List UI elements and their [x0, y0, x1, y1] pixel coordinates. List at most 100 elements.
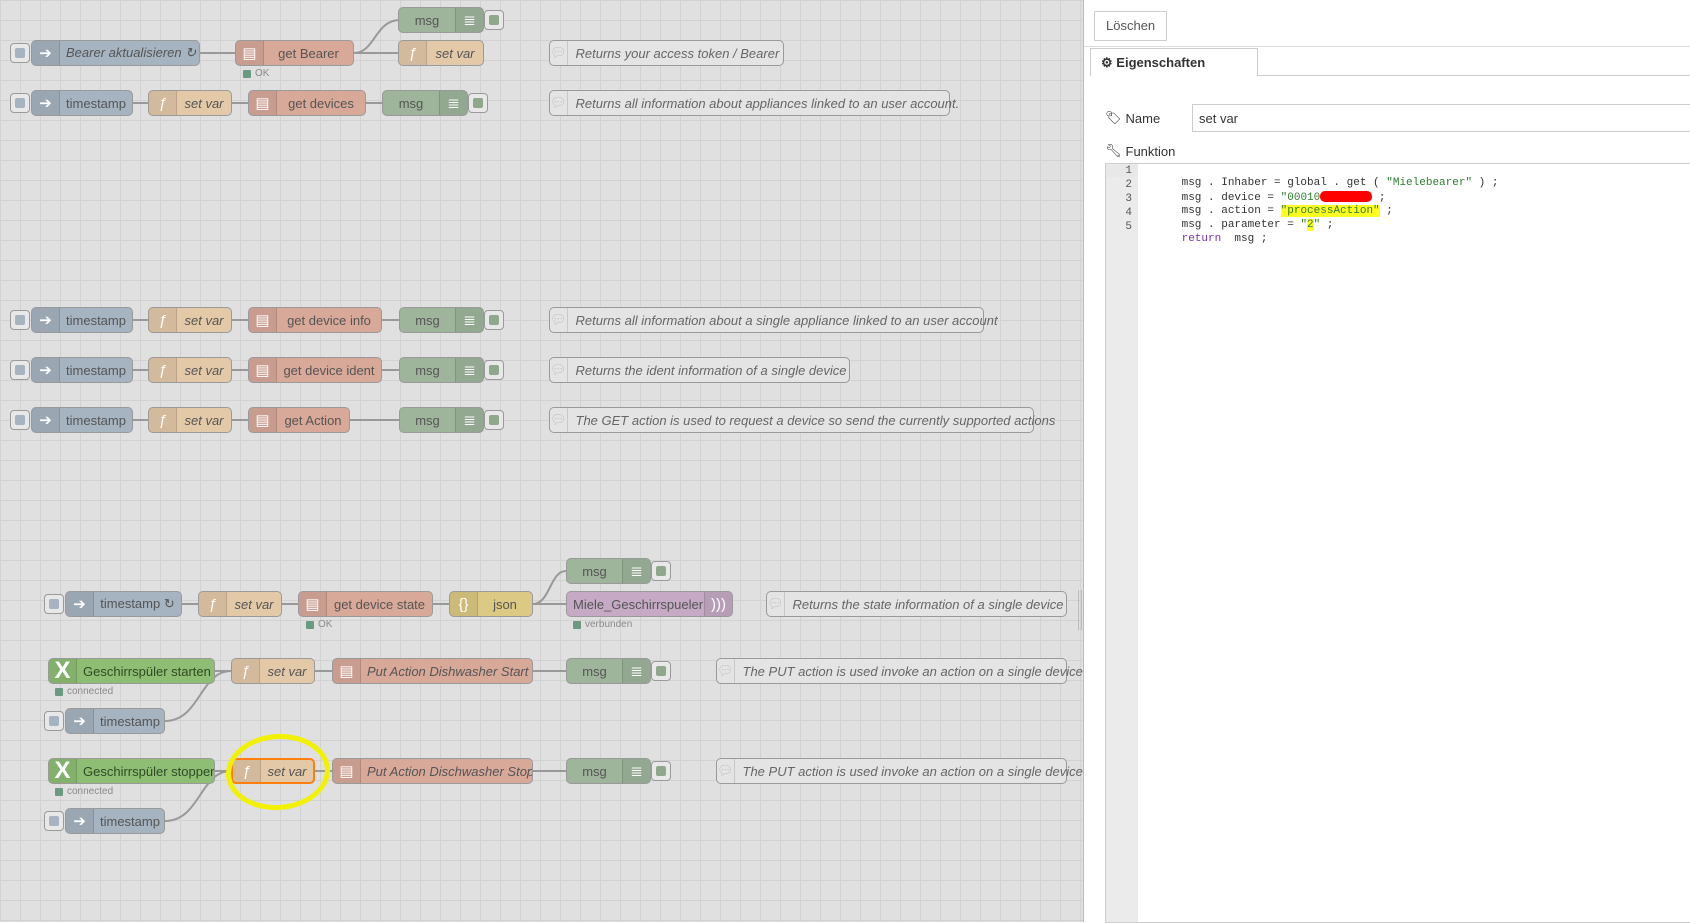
- inject-trigger-button[interactable]: [10, 43, 30, 63]
- inject-trigger-button[interactable]: [10, 410, 30, 430]
- debug-list-icon: ≣: [455, 308, 483, 332]
- function-node-set-var-selected[interactable]: ƒ set var: [231, 758, 315, 784]
- debug-toggle-button[interactable]: [651, 561, 671, 581]
- inject-node-timestamp[interactable]: ➔ timestamp ↻: [65, 591, 182, 617]
- comment-node[interactable]: 💬︎ Returns all information about applian…: [549, 90, 959, 116]
- debug-node[interactable]: msg ≣: [566, 758, 651, 784]
- inject-node-timestamp[interactable]: ➔ timestamp: [65, 708, 165, 734]
- comment-node[interactable]: 💬︎ Returns the state information of a si…: [766, 591, 1067, 617]
- code-editor[interactable]: 1 2 3 4 5 msg . Inhaber = global . get (…: [1105, 163, 1690, 923]
- node-status: connected: [55, 686, 113, 697]
- debug-node[interactable]: msg ≣: [399, 307, 484, 333]
- function-node-set-var[interactable]: ƒ set var: [148, 307, 232, 333]
- debug-node[interactable]: msg ≣: [566, 558, 651, 584]
- inject-node-timestamp[interactable]: ➔ timestamp: [65, 808, 165, 834]
- node-label: timestamp: [66, 312, 126, 328]
- debug-list-icon: ≣: [455, 8, 483, 32]
- http-node-get-device-state[interactable]: ▤ get device state: [298, 591, 433, 617]
- comment-icon: 💬︎: [550, 358, 568, 382]
- debug-node[interactable]: msg ≣: [566, 658, 651, 684]
- status-dot: [55, 787, 63, 796]
- inject-trigger-button[interactable]: [44, 711, 64, 731]
- node-label: set var: [184, 362, 224, 378]
- inject-node-timestamp[interactable]: ➔ timestamp: [31, 90, 133, 116]
- function-node-set-var[interactable]: ƒ set var: [231, 658, 315, 684]
- debug-list-icon: ≣: [622, 659, 650, 683]
- inject-trigger-button[interactable]: [10, 93, 30, 113]
- sidebar-resize-handle[interactable]: [1078, 590, 1082, 630]
- debug-node[interactable]: msg ≣: [399, 407, 484, 433]
- debug-toggle-button[interactable]: [484, 410, 504, 430]
- debug-node[interactable]: msg ≣: [399, 357, 484, 383]
- json-node[interactable]: {} json: [449, 591, 533, 617]
- name-field[interactable]: [1192, 104, 1690, 132]
- comment-icon: 💬︎: [550, 408, 568, 432]
- comment-text: Returns the state information of a singl…: [792, 596, 1064, 612]
- http-request-icon: ▤: [249, 408, 277, 432]
- function-node-set-var[interactable]: ƒ set var: [148, 357, 232, 383]
- mqtt-out-node[interactable]: Miele_Geschirrspueler ))): [566, 591, 733, 617]
- line-number: 4: [1125, 207, 1132, 219]
- inject-trigger-button[interactable]: [10, 310, 30, 330]
- gear-icon: ⚙: [1101, 55, 1113, 70]
- inject-node-bearer[interactable]: ➔ Bearer aktualisieren ↻: [31, 40, 200, 66]
- debug-toggle-button[interactable]: [484, 310, 504, 330]
- http-node-get-device-ident[interactable]: ▤ get device ident: [248, 357, 382, 383]
- function-icon: ƒ: [399, 41, 427, 65]
- node-label: json: [493, 596, 517, 612]
- tag-icon: 🏷︎: [1105, 110, 1122, 125]
- trigger-node-start[interactable]: X Geschirrspüler starten: [48, 657, 215, 684]
- inject-node-timestamp[interactable]: ➔ timestamp: [31, 407, 133, 433]
- node-label: set var: [184, 312, 224, 328]
- http-node-get-device-info[interactable]: ▤ get device info: [248, 307, 382, 333]
- node-label: timestamp: [100, 713, 160, 729]
- function-node-set-var[interactable]: ƒ set var: [148, 90, 232, 116]
- tab-properties[interactable]: ⚙ Eigenschaften: [1090, 48, 1258, 76]
- debug-toggle-button[interactable]: [484, 10, 504, 30]
- name-label: 🏷︎ Name: [1105, 110, 1161, 126]
- function-node-set-var[interactable]: ƒ set var: [398, 40, 484, 66]
- comment-node[interactable]: 💬︎ Returns the ident information of a si…: [549, 357, 850, 383]
- tab-label: Eigenschaften: [1116, 55, 1206, 70]
- function-node-set-var[interactable]: ƒ set var: [198, 591, 282, 617]
- node-label: Miele_Geschirrspueler: [573, 596, 704, 612]
- function-node-set-var[interactable]: ƒ set var: [148, 407, 232, 433]
- http-node-get-bearer[interactable]: ▤ get Bearer: [235, 40, 354, 66]
- inject-trigger-button[interactable]: [44, 811, 64, 831]
- http-node-get-action[interactable]: ▤ get Action: [248, 407, 350, 433]
- inject-trigger-button[interactable]: [44, 594, 64, 614]
- comment-node[interactable]: 💬︎ The GET action is used to request a d…: [549, 407, 1055, 433]
- function-icon: ƒ: [232, 659, 260, 683]
- comment-node[interactable]: 💬︎ Returns your access token / Bearer: [549, 40, 784, 66]
- comment-node[interactable]: 💬︎ The PUT action is used invoke an acti…: [716, 758, 1083, 784]
- http-node-get-devices[interactable]: ▤ get devices: [248, 90, 366, 116]
- http-node-put-stop[interactable]: ▤ Put Action Dischwasher Stop: [332, 758, 533, 784]
- debug-node[interactable]: msg ≣: [382, 90, 468, 116]
- node-label: Bearer aktualisieren ↻: [66, 45, 197, 60]
- node-label: set var: [267, 663, 307, 679]
- delete-button[interactable]: Löschen: [1094, 11, 1168, 41]
- comment-node[interactable]: 💬︎ The PUT action is used invoke an acti…: [716, 658, 1083, 684]
- comment-node[interactable]: 💬︎ Returns all information about a singl…: [549, 307, 998, 333]
- comment-icon: 💬︎: [717, 659, 735, 683]
- tab-divider: [1258, 75, 1690, 76]
- debug-toggle-button[interactable]: [651, 661, 671, 681]
- http-node-put-start[interactable]: ▤ Put Action Dishwasher Start: [332, 658, 533, 684]
- trigger-node-stop[interactable]: X Geschirrspüler stoppen: [48, 757, 215, 784]
- arrow-right-icon: ➔: [66, 592, 94, 616]
- function-icon: ƒ: [149, 91, 177, 115]
- flow-workspace[interactable]: ➔ Bearer aktualisieren ↻ ▤ get Bearer OK…: [0, 0, 1168, 922]
- status-dot: [573, 620, 581, 629]
- debug-toggle-button[interactable]: [468, 93, 488, 113]
- arrow-right-icon: ➔: [32, 358, 60, 382]
- inject-node-timestamp[interactable]: ➔ timestamp: [31, 307, 133, 333]
- debug-node[interactable]: msg ≣: [398, 7, 484, 33]
- inject-trigger-button[interactable]: [10, 360, 30, 380]
- inject-node-timestamp[interactable]: ➔ timestamp: [31, 357, 133, 383]
- debug-toggle-button[interactable]: [484, 360, 504, 380]
- comment-text: Returns all information about appliances…: [575, 95, 960, 111]
- node-status: OK: [243, 68, 269, 79]
- debug-toggle-button[interactable]: [651, 761, 671, 781]
- node-label: timestamp: [66, 362, 126, 378]
- function-label: 🔧︎ Funktion: [1105, 143, 1176, 159]
